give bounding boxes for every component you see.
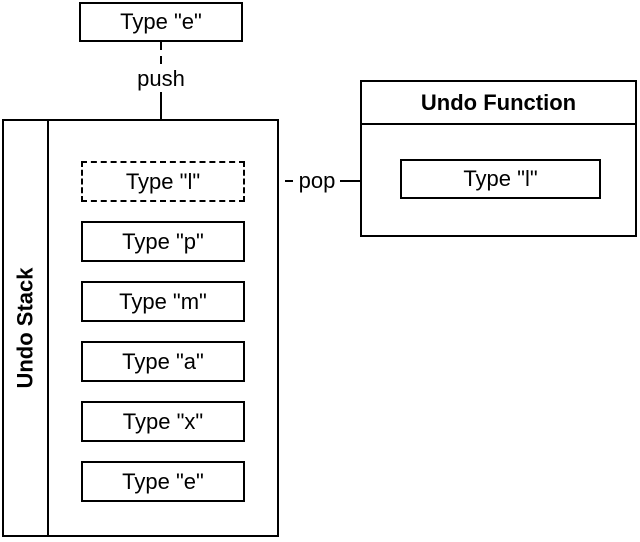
stack-item-label: Type "l" (125, 168, 201, 194)
input-box-label: Type "e" (120, 9, 202, 34)
undo-function-container: Undo Function Type "l" (360, 80, 637, 237)
stack-item: Type "m" (81, 281, 245, 322)
stack-item-label: Type "m" (119, 288, 207, 314)
undo-function-item: Type "l" (400, 159, 601, 199)
stack-item-top: Type "l" (81, 161, 245, 202)
stack-item: Type "p" (81, 221, 245, 262)
undo-stack-title-column: Undo Stack (4, 121, 49, 535)
undo-function-title: Undo Function (362, 82, 635, 125)
pop-label: pop (296, 168, 338, 194)
stack-item-label: Type "x" (122, 408, 204, 434)
push-label: push (133, 66, 189, 92)
stack-item-label: Type "a" (122, 348, 204, 374)
stack-item: Type "e" (81, 461, 245, 502)
stack-item: Type "x" (81, 401, 245, 442)
stack-item-label: Type "p" (122, 228, 204, 254)
stack-item-label: Type "e" (122, 468, 204, 494)
input-box-type-e: Type "e" (79, 2, 243, 42)
undo-stack-container: Undo Stack Type "l" Type "p" Type "m" Ty… (2, 119, 279, 537)
stack-item: Type "a" (81, 341, 245, 382)
undo-stack-title: Undo Stack (12, 267, 38, 389)
undo-function-item-label: Type "l" (463, 166, 538, 191)
